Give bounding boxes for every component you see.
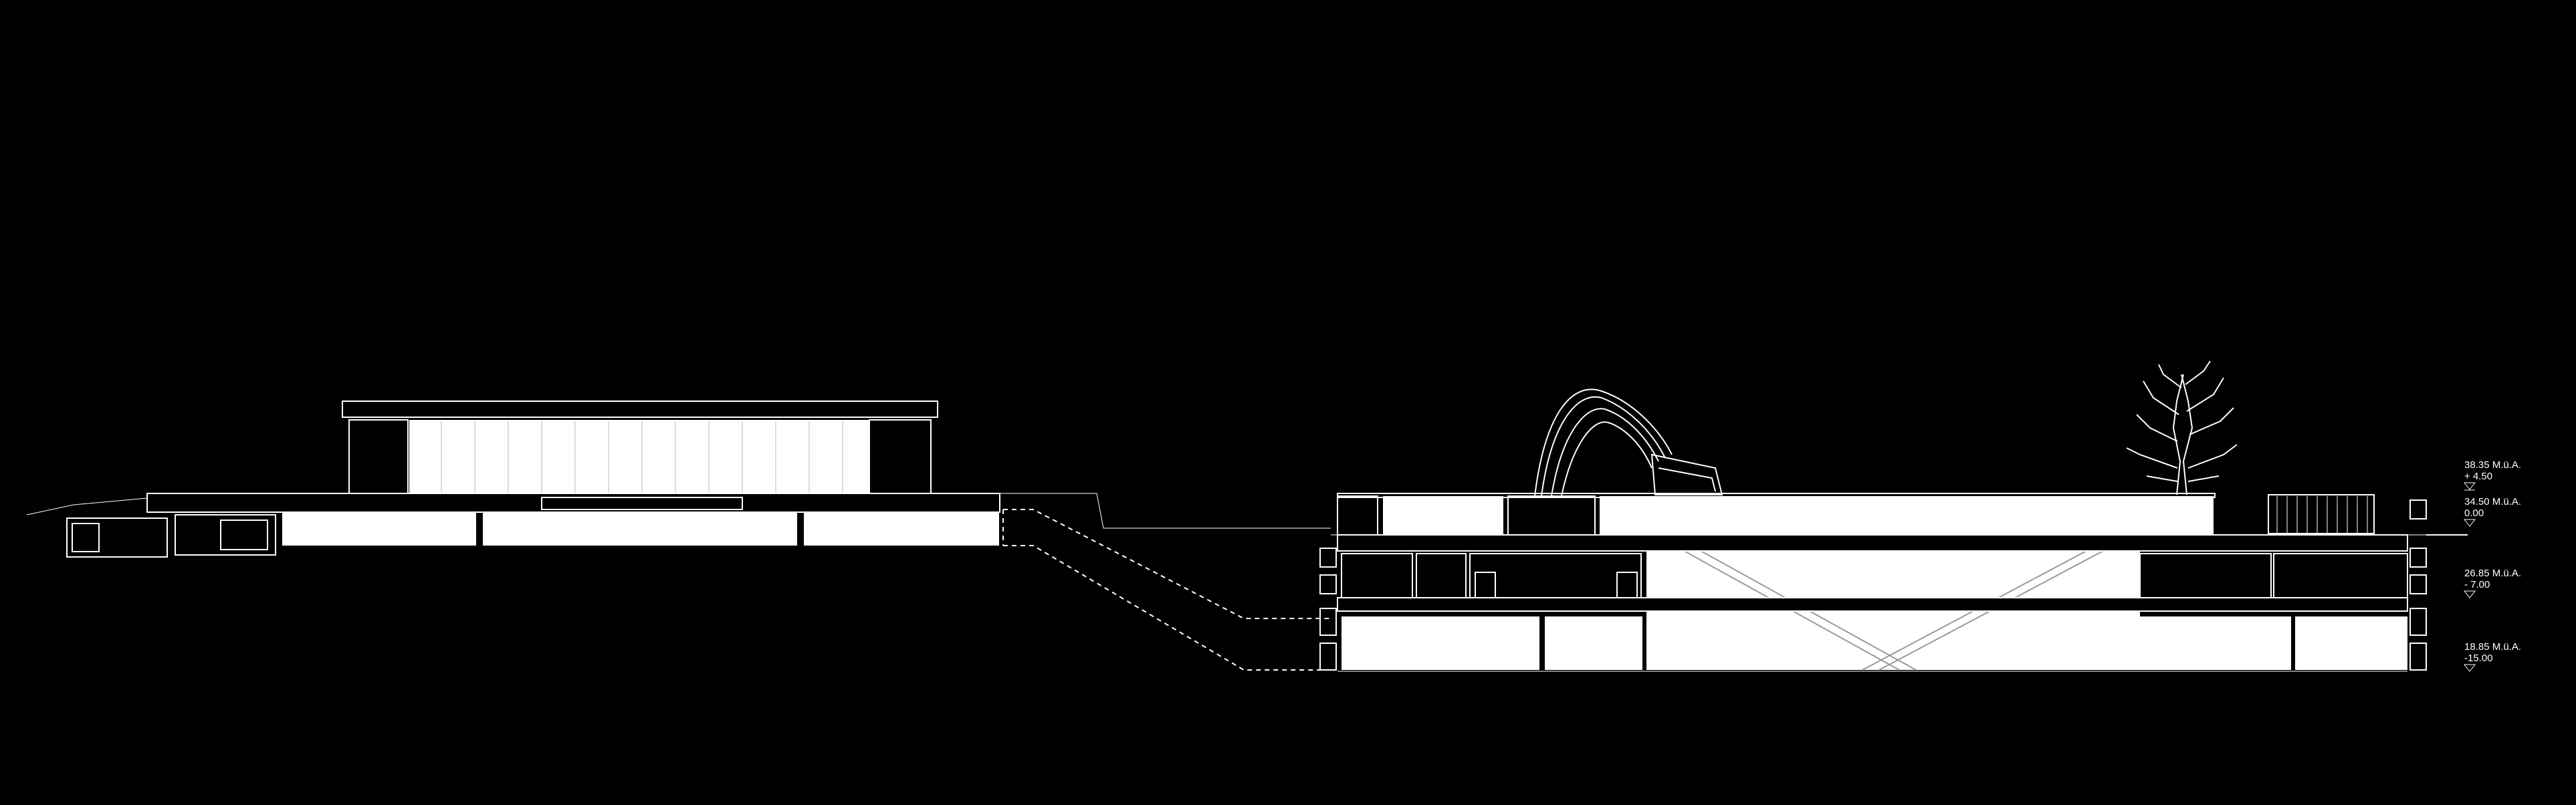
right-roof-enclosure bbox=[2268, 494, 2375, 534]
right-building bbox=[1319, 360, 2468, 672]
left-lower-room-2 bbox=[483, 512, 797, 546]
level-minus-1-elevation: 26.85 M.ü.A. bbox=[2464, 568, 2521, 579]
level-roof-triangle-icon bbox=[2463, 482, 2476, 490]
left-lower-room-3 bbox=[804, 512, 999, 546]
level-minus-1-triangle-icon bbox=[2463, 590, 2476, 598]
right-slab-level-1 bbox=[1337, 534, 2408, 552]
level-ground-elevation: 34.50 M.ü.A. bbox=[2464, 496, 2521, 507]
level-label-minus-1: 26.85 M.ü.A. - 7.00 bbox=[2463, 568, 2521, 598]
left-inner-void bbox=[541, 497, 743, 510]
roof-arch-sculpture bbox=[1534, 388, 1723, 497]
level-roof-relative: + 4.50 bbox=[2464, 471, 2492, 482]
right-room-l2-c bbox=[2140, 616, 2291, 670]
level-minus-2-triangle-icon bbox=[2463, 664, 2476, 672]
level-label-roof: 38.35 M.ü.A. + 4.50 bbox=[2463, 459, 2521, 491]
right-room-l2-d bbox=[2295, 616, 2407, 670]
right-slab-level-2 bbox=[1337, 597, 2408, 612]
left-lower-room-1 bbox=[282, 512, 476, 546]
left-hall-mullions bbox=[441, 421, 843, 493]
right-right-wall bbox=[2409, 499, 2427, 671]
left-upper-hall bbox=[409, 420, 869, 493]
level-minus-1-relative: - 7.00 bbox=[2464, 579, 2490, 590]
left-roof-slab bbox=[342, 400, 938, 418]
left-hall-end-left bbox=[348, 419, 409, 494]
level-labels: 38.35 M.ü.A. + 4.50 34.50 M.ü.A. 0.00 26… bbox=[2463, 459, 2521, 672]
left-stair bbox=[508, 511, 543, 545]
tree-icon bbox=[2126, 360, 2238, 495]
right-roof-hall bbox=[1600, 496, 2214, 535]
right-room-l2-b bbox=[1545, 616, 1642, 670]
left-hall-end-right bbox=[869, 419, 932, 494]
level-minus-2-relative: -15.00 bbox=[2464, 653, 2493, 664]
level-ground-triangle-icon bbox=[2463, 519, 2476, 527]
right-left-wall bbox=[1319, 548, 1337, 671]
level-label-minus-2: 18.85 M.ü.A. -15.00 bbox=[2463, 641, 2521, 672]
level-label-ground: 34.50 M.ü.A. 0.00 bbox=[2463, 496, 2521, 527]
left-ramp-dashed bbox=[1003, 509, 1331, 619]
right-roof-pavilion bbox=[1383, 496, 1503, 535]
level-roof-elevation: 38.35 M.ü.A. bbox=[2464, 459, 2521, 471]
level-minus-2-elevation: 18.85 M.ü.A. bbox=[2464, 641, 2521, 653]
left-annex bbox=[66, 518, 168, 558]
left-building bbox=[26, 400, 1331, 671]
right-room-l2-a bbox=[1341, 616, 1539, 670]
level-ground-relative: 0.00 bbox=[2464, 507, 2484, 519]
